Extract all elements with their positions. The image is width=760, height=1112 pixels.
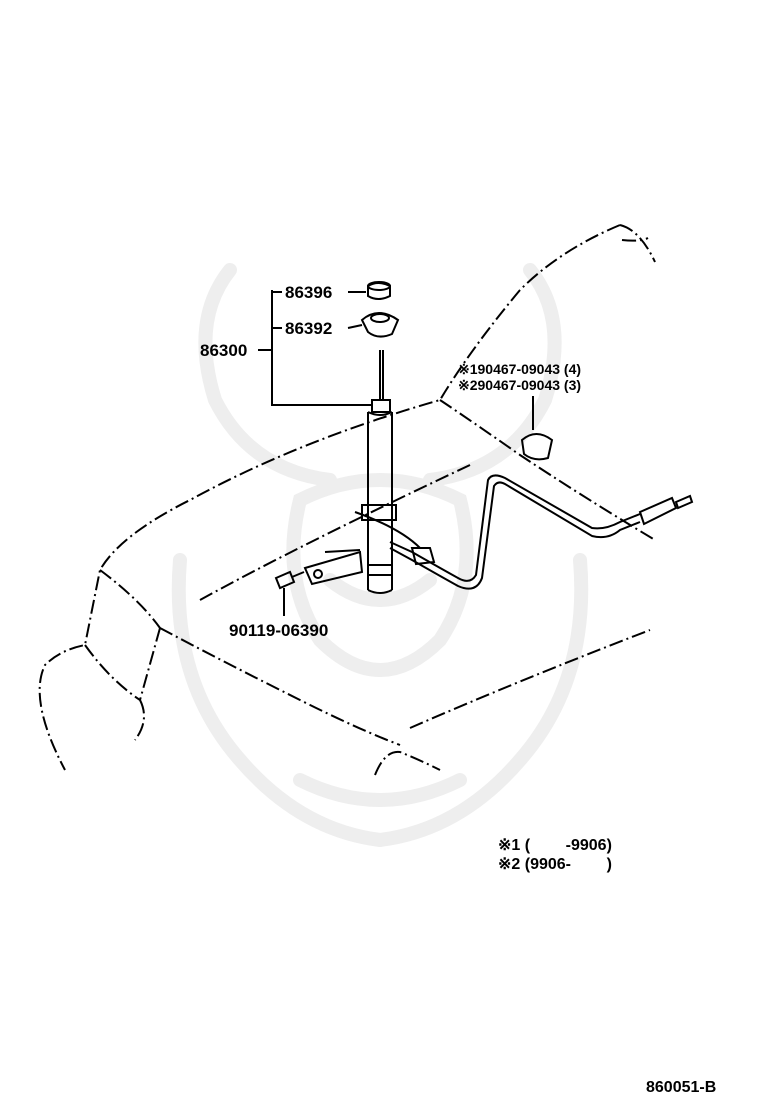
antenna-mast [354, 350, 421, 594]
applicability-note-2: ※2 (9906- ) [498, 856, 612, 873]
figure-reference-number: 860051-B [646, 1079, 717, 1096]
bolt-90119-part [274, 570, 305, 616]
clip-part [520, 396, 554, 461]
nut-86396-part [367, 281, 391, 300]
clip-part-number-1: ※190467-09043 (4) [458, 361, 582, 377]
part-number-86300: 86300 [200, 341, 248, 360]
antenna-cable [389, 474, 694, 590]
watermark-emblem [171, 263, 589, 847]
vehicle-body-outline [38, 224, 656, 776]
clip-part-number-2: ※290467-09043 (3) [458, 377, 582, 393]
applicability-note-1: ※1 ( -9906) [498, 837, 612, 854]
mounting-bracket [303, 549, 364, 586]
part-number-86396: 86396 [285, 283, 333, 302]
bezel-86392-part [360, 312, 400, 338]
part-number-86392: 86392 [285, 319, 333, 338]
part-number-90119-06390: 90119-06390 [229, 621, 329, 640]
leader-lines [258, 290, 372, 406]
